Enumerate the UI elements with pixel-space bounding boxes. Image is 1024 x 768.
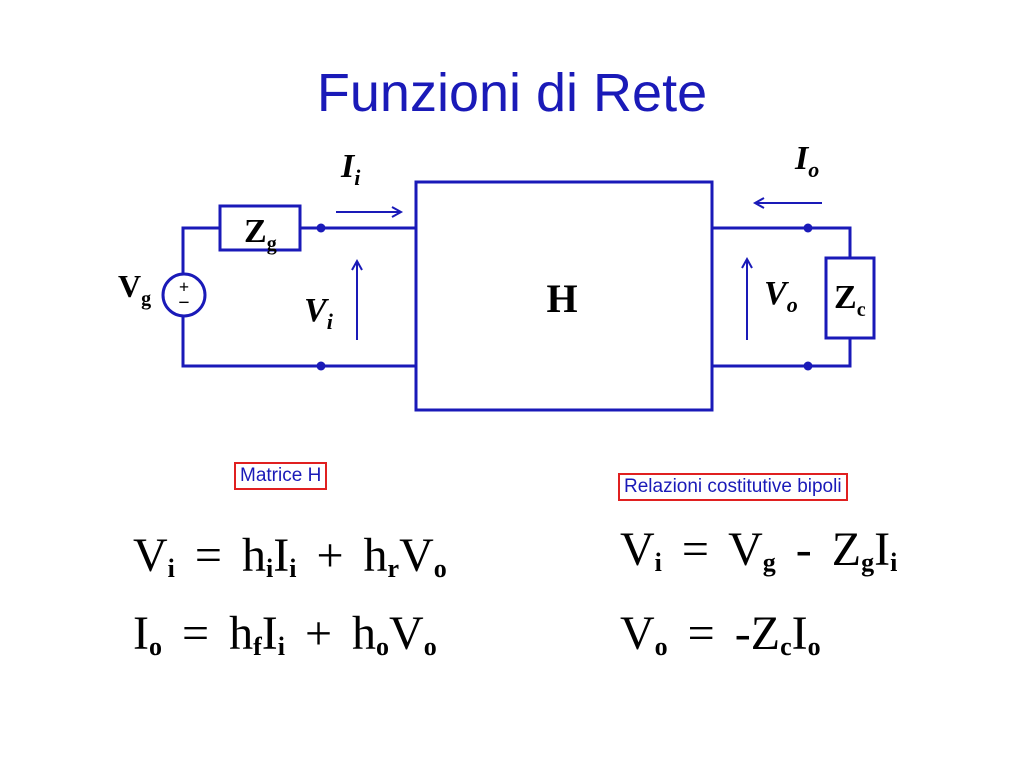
- label-voltage-out: Vo: [764, 275, 798, 317]
- block-h: [414, 180, 714, 412]
- label-current-out: Io: [794, 140, 819, 182]
- terminal-dot: [803, 361, 813, 371]
- wire-left-bottom: [181, 316, 416, 368]
- label-voltage-in: Vi: [304, 292, 334, 334]
- source-minus: −: [178, 292, 189, 314]
- arrow-voltage-in: [351, 258, 363, 340]
- terminal-dot: [316, 361, 326, 371]
- zg-box: [218, 204, 302, 252]
- label-zg: Zg: [244, 213, 277, 255]
- matrix-label: Matrice H: [234, 462, 328, 490]
- wire-right-bottom: [712, 338, 852, 368]
- label-block-h: H: [546, 276, 577, 321]
- equation-right-2: Vo = -ZcIo: [620, 607, 821, 661]
- label-vg: Vg: [118, 268, 151, 310]
- terminal-dot: [803, 223, 813, 233]
- voltage-source: [161, 272, 207, 318]
- wire-left-top: [181, 226, 220, 276]
- terminal-dot: [316, 223, 326, 233]
- arrow-current-out: [752, 197, 822, 209]
- relations-label: Relazioni costitutive bipoli: [618, 473, 848, 501]
- arrow-current-in: [336, 206, 404, 218]
- zc-box: [824, 256, 876, 340]
- label-current-in: Ii: [340, 148, 361, 190]
- label-zc: Zc: [834, 279, 866, 321]
- page-title: Funzioni di Rete: [316, 63, 708, 123]
- arrow-voltage-out: [741, 256, 753, 340]
- equation-left-1: Vi = hiIi + hrVo: [133, 529, 447, 583]
- wire-right-top: [712, 226, 852, 258]
- equation-left-2: Io = hfIi + hoVo: [133, 607, 437, 661]
- source-plus: +: [179, 277, 189, 297]
- equation-right-1: Vi = Vg - ZgIi: [620, 523, 898, 577]
